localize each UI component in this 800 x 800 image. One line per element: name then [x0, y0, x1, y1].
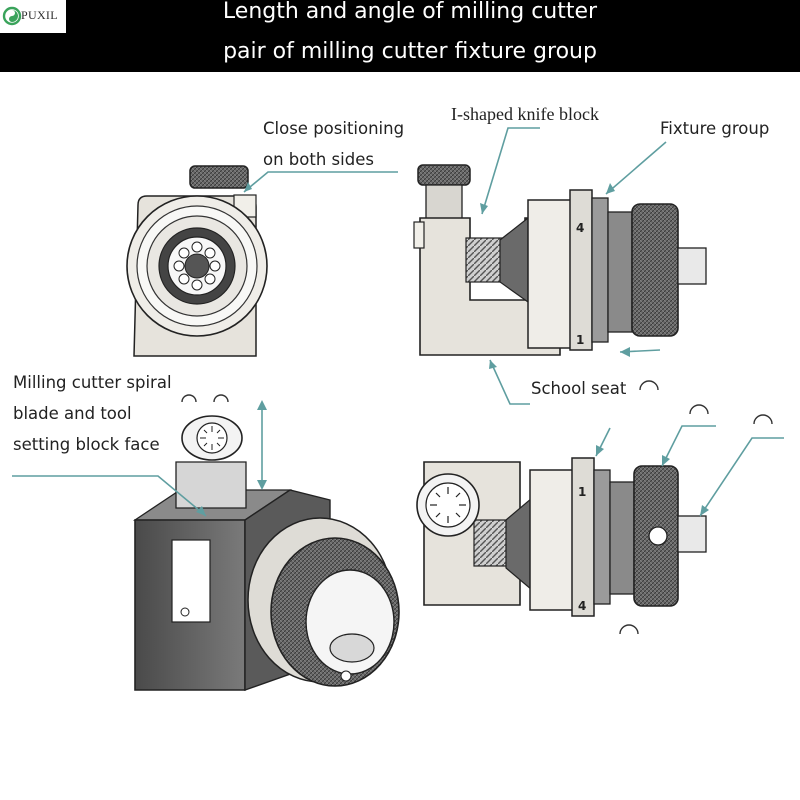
side-view-top: 4 1 — [413, 164, 707, 356]
label-spiral-line2: blade and tool — [13, 404, 132, 423]
title-line-1: Length and angle of milling cutter — [222, 0, 598, 24]
leader-lines — [12, 127, 784, 517]
front-view — [126, 165, 268, 357]
title-line-2: pair of milling cutter fixture group — [223, 39, 597, 64]
arc-marks — [181, 380, 773, 635]
label-fixture-group: Fixture group — [660, 119, 770, 138]
side-mark-1: 1 — [576, 333, 584, 347]
leader-close-positioning — [243, 171, 398, 193]
brand-logo: PUXIL — [0, 0, 66, 33]
leader-i-shaped-block — [481, 127, 540, 215]
side-mark-1b: 1 — [578, 485, 586, 499]
leader-spiral-blade — [12, 475, 207, 517]
label-i-shaped-block: I-shaped knife block — [451, 104, 599, 124]
label-school-seat: School seat — [531, 379, 627, 398]
side-view-bottom: 1 4 — [416, 457, 707, 617]
brand-name: PUXIL — [21, 8, 58, 22]
side-mark-4: 4 — [576, 221, 584, 235]
isometric-view — [132, 415, 400, 691]
leader-knurl-bottom — [661, 425, 716, 467]
label-close-positioning-line1: Close positioning — [263, 119, 405, 138]
header-bar: PUXIL Length and angle of milling cutter… — [0, 0, 800, 72]
label-spiral-line1: Milling cutter spiral — [13, 373, 172, 392]
label-close-positioning-line2: on both sides — [263, 150, 374, 169]
side-mark-4b: 4 — [578, 599, 586, 613]
label-spiral-line3: setting block face — [13, 435, 160, 454]
arrowheads — [196, 182, 709, 516]
leader-school-seat — [489, 359, 530, 405]
leader-fixture-group — [605, 141, 667, 195]
leader-shaft-bottom — [699, 437, 784, 517]
logo-swirl-icon — [2, 6, 22, 26]
